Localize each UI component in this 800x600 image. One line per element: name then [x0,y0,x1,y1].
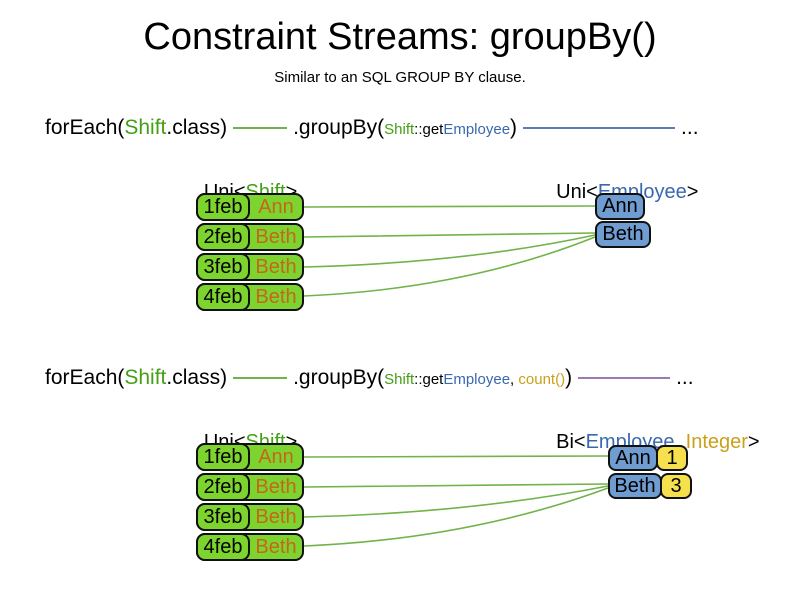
s1-right-type-prefix: Uni< [556,181,598,203]
s2-row1-employee-name: Ann [258,445,294,468]
code1-blue-connector-line [523,127,676,129]
code1-arg-shift: Shift [384,121,415,138]
s2-row2-employee-name: Beth [255,475,297,498]
code2-groupby: .groupBy( [293,366,385,389]
code2-ellipsis: ... [676,366,694,389]
code-line-2: forEach( Shift .class) .groupBy( Shift :… [45,366,694,390]
code1-paren-close: ) [510,116,518,139]
code1-green-connector-line [233,127,288,129]
s1-shift-row-1: 1feb Ann [196,193,304,221]
s1-shift-row-2: 2feb Beth [196,223,304,251]
s2-row3-date-box: 3feb [196,503,250,531]
code2-comma: , [510,371,519,388]
code1-arg-method: ::get [414,121,444,138]
code-line-1: forEach( Shift .class) .groupBy( Shift :… [45,116,699,140]
s2-group-ann-box: Ann [608,445,658,471]
s2-shift-table: 1feb Ann 2feb Beth 3feb Beth 4feb Beth [196,443,304,563]
s2-group-beth-row: Beth 3 [608,473,692,499]
code1-ellipsis: ... [681,116,699,139]
s1-row1-employee-name: Ann [258,195,294,218]
code2-arg-employee: Employee [443,371,511,388]
wire-s2-1feb-to-ann [303,455,609,458]
code2-shift-class: Shift [124,366,167,389]
s1-row1-date-box: 1feb [196,193,250,221]
s2-row2-date-box: 2feb [196,473,250,501]
code2-paren-close: ) [565,366,573,389]
s2-right-type-suffix: > [747,431,760,453]
code1-foreach: forEach( [45,116,125,139]
s1-shift-table: 1feb Ann 2feb Beth 3feb Beth 4feb Beth [196,193,304,313]
code1-shift-class: Shift [124,116,167,139]
code1-arg-employee: Employee [443,121,511,138]
code2-class-close: .class) [166,366,228,389]
s2-row4-employee-name: Beth [255,535,297,558]
s2-left-type-suffix: > [285,431,298,453]
code1-groupby: .groupBy( [293,116,385,139]
s2-group-ann-row: Ann 1 [608,445,692,471]
s1-output-column: Ann Beth [595,193,651,249]
code2-arg-shift: Shift [384,371,415,388]
s1-shift-row-4: 4feb Beth [196,283,304,311]
wire-s2-2feb-to-beth [303,483,609,488]
s1-row3-employee-name: Beth [255,255,297,278]
s2-shift-row-1: 1feb Ann [196,443,304,471]
wire-s1-3feb-to-beth [303,234,596,268]
s2-row3-employee-name: Beth [255,505,297,528]
s2-group-beth-count-box: 3 [660,473,692,499]
s2-output-column: Ann 1 Beth 3 [608,445,692,501]
s2-group-beth-box: Beth [608,473,662,499]
code1-class-close: .class) [166,116,228,139]
s1-row4-date-box: 4feb [196,283,250,311]
code2-foreach: forEach( [45,366,125,389]
slide-title: Constraint Streams: groupBy() [143,16,657,58]
code2-arg-count: count() [518,371,566,388]
wire-s1-4feb-to-beth [303,236,596,297]
slide-subtitle: Similar to an SQL GROUP BY clause. [274,69,526,86]
s1-row2-date-box: 2feb [196,223,250,251]
s2-row4-date-box: 4feb [196,533,250,561]
s2-shift-row-3: 3feb Beth [196,503,304,531]
wire-s1-1feb-to-ann [303,205,596,208]
code2-purple-connector-line [578,377,671,379]
s2-right-type-prefix: Bi< [556,431,586,453]
s2-group-ann-count-box: 1 [656,445,688,471]
s1-right-type-suffix: > [686,181,699,203]
wire-s1-2feb-to-beth [303,232,596,238]
s1-row3-date-box: 3feb [196,253,250,281]
s2-shift-row-4: 4feb Beth [196,533,304,561]
s1-row4-employee-name: Beth [255,285,297,308]
s1-shift-row-3: 3feb Beth [196,253,304,281]
s2-right-type-comma: , [674,431,686,453]
s1-left-type-suffix: > [285,181,298,203]
wire-s2-3feb-to-beth [303,485,609,518]
s1-row2-employee-name: Beth [255,225,297,248]
code2-green-connector-line [233,377,288,379]
s2-shift-row-2: 2feb Beth [196,473,304,501]
s2-row1-date-box: 1feb [196,443,250,471]
code2-arg-method: ::get [414,371,444,388]
s1-group-beth-box: Beth [595,221,651,248]
s1-group-ann-box: Ann [595,193,645,220]
wire-s2-4feb-to-beth [303,487,609,547]
s2-right-type-name2: Integer [685,431,748,453]
